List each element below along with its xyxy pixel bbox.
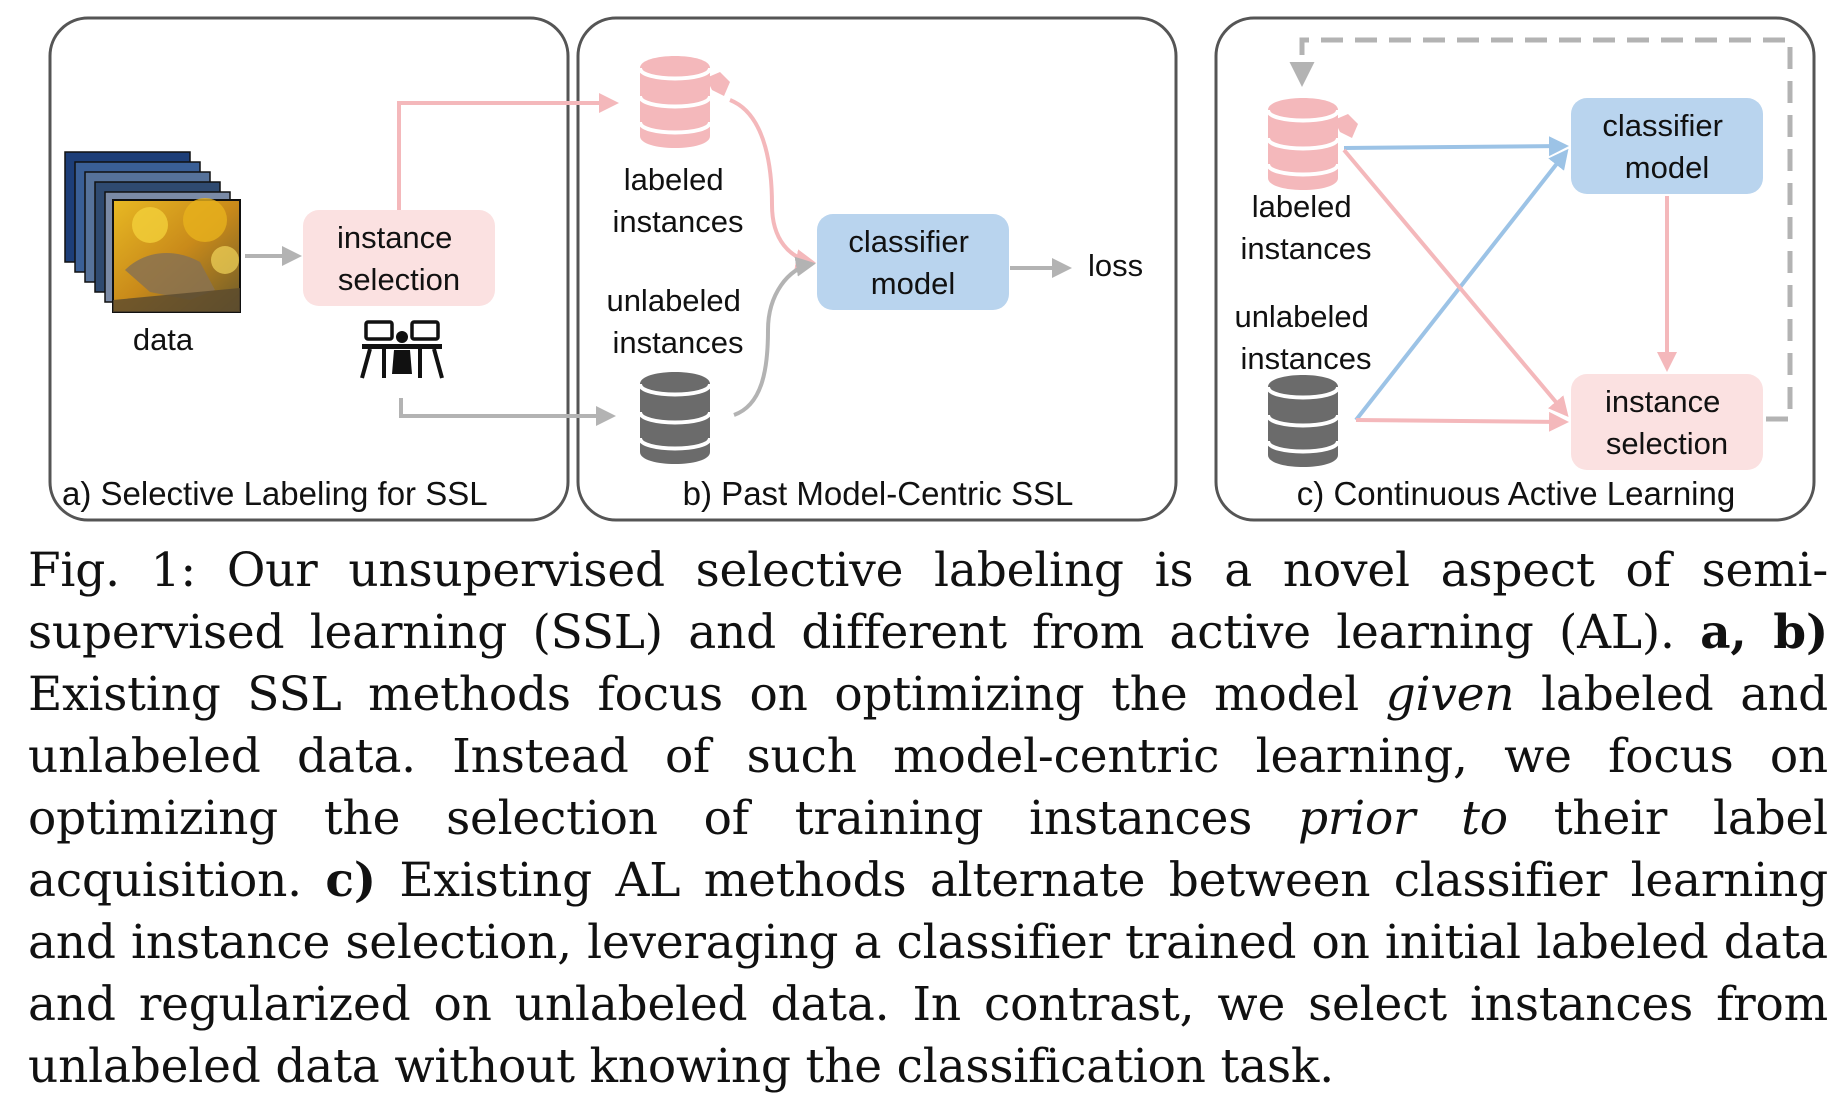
figure-diagram: data instance selection a) Selective Lab… (48, 16, 1816, 522)
arrow-labeled-to-model-b (729, 98, 816, 269)
caption-text-4: their label acquisition. (28, 791, 1829, 908)
panel-b-caption: b) Past Model-Centric SSL (683, 475, 1074, 512)
instance-selection-box-c (1571, 374, 1763, 470)
labeled-instances-c-line1: labeled (1252, 189, 1352, 224)
arrow-selection-to-labeled (397, 93, 619, 210)
labeled-database-icon (1266, 98, 1358, 190)
unlabeled-instances-b-line1: unlabeled (606, 283, 740, 318)
panel-c-frame (1214, 16, 1816, 522)
caption-bold-c: c) (325, 853, 376, 908)
svg-text:unlabeled instances: unlabeled instances (1234, 299, 1377, 376)
classifier-model-c-line1: classifier (1602, 108, 1723, 143)
unlabeled-instances-c-line1: unlabeled (1234, 299, 1368, 334)
svg-text:classifier model: classifier model (1602, 108, 1731, 185)
instance-selection-line1: instance (337, 220, 452, 255)
unlabeled-instances-b-line2: instances (613, 325, 744, 360)
panel-a-caption: a) Selective Labeling for SSL (62, 475, 488, 512)
panel-a-frame (48, 16, 570, 522)
instance-selection-c-line1: instance (1605, 384, 1720, 419)
caption-text-3: labeled and unlabeled data. Instead of s… (28, 667, 1828, 846)
caption-text-1: Our unsupervised selective labeling is a… (28, 543, 1828, 660)
svg-text:instance selection: instance selection (1605, 384, 1729, 461)
arrow-labeled-to-model-c (1343, 136, 1569, 157)
classifier-model-b-line1: classifier (848, 224, 969, 259)
svg-text:labeled instances: labeled instances (613, 162, 744, 239)
loss-label: loss (1088, 248, 1143, 283)
unlabeled-instances-c-line2: instances (1241, 341, 1372, 376)
caption-italic-prior-to: prior to (1297, 791, 1508, 846)
instance-selection-line2: selection (338, 262, 460, 297)
unlabeled-database-icon (1266, 375, 1340, 467)
labeled-instances-b-line2: instances (613, 204, 744, 239)
arrow-unlabeled-to-selection-c (1355, 411, 1569, 432)
arrow-feedback-loop (1289, 37, 1793, 422)
classifier-model-box-b (817, 214, 1009, 310)
instance-selection-c-line2: selection (1606, 426, 1728, 461)
svg-text:instance selection: instance selection (337, 220, 461, 297)
svg-text:classifier model: classifier model (848, 224, 977, 301)
labeled-instances-b-line1: labeled (624, 162, 724, 197)
caption-italic-given: given (1385, 667, 1515, 722)
panel-b-frame (576, 16, 1178, 522)
caption-prefix: Fig. 1: (28, 543, 227, 598)
labeled-database-icon (638, 56, 730, 148)
figure-caption: Fig. 1: Our unsupervised selective label… (28, 540, 1828, 1098)
classifier-model-b-line2: model (871, 266, 955, 301)
caption-text-2: Existing SSL methods focus on optimizing… (28, 667, 1386, 722)
panel-c-caption: c) Continuous Active Learning (1297, 475, 1735, 512)
svg-text:labeled instances: labeled instances (1241, 189, 1372, 266)
arrow-unlabeled-to-model-b (733, 256, 816, 417)
instance-selection-box-a (303, 210, 495, 306)
svg-text:unlabeled instances: unlabeled instances (606, 283, 749, 360)
photo-stack-icon (64, 151, 241, 313)
classifier-model-box-c (1571, 98, 1763, 194)
arrow-labeled-to-selection-c (1342, 148, 1569, 418)
arrow-unlabeled-to-model-c (1354, 148, 1569, 422)
unlabeled-database-icon (638, 372, 712, 464)
classifier-model-c-line2: model (1625, 150, 1709, 185)
annotators-icon (360, 320, 444, 379)
arrow-to-unlabeled (399, 398, 616, 426)
caption-bold-ab: a, b) (1700, 605, 1828, 660)
labeled-instances-c-line2: instances (1241, 231, 1372, 266)
data-label: data (133, 322, 194, 357)
